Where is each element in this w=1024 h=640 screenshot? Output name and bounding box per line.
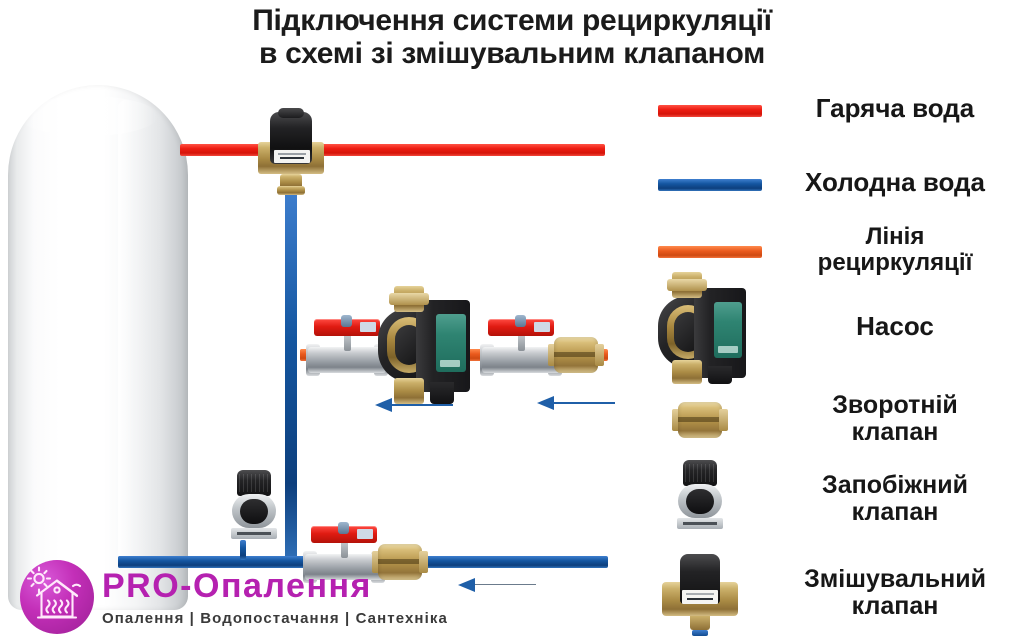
ball-valve-left-body [308, 347, 386, 373]
check-valve-seam [554, 352, 598, 357]
ball-valve-left-stem [344, 331, 351, 351]
safety-valve-cap-ridges [239, 474, 269, 492]
arrow-recirc-left [375, 398, 453, 412]
legend-pump-plug [708, 366, 732, 384]
ball-valve-left-handle-knob [341, 315, 352, 327]
legend-pump-bottom-fitting [672, 360, 702, 384]
brand-logo[interactable]: PRO-Опалення Опалення | Водопостачання |… [18, 556, 458, 640]
ball-valve-cold-handle [311, 526, 377, 543]
ball-valve-right-body [482, 347, 560, 373]
arrow-cold-inlet [458, 578, 536, 592]
mixing-valve-knob [278, 108, 304, 118]
legend-swatch-cold-water [658, 179, 762, 191]
legend-safety-valve-ridges [685, 464, 715, 482]
legend-row-hot-water: Гаряча вода [650, 92, 1024, 144]
mixing-valve-nut [277, 186, 305, 195]
legend-check-valve-collar-left [672, 409, 681, 431]
circulation-pump-icon [658, 272, 746, 384]
legend-row-mixing-valve: Змішувальний клапан [650, 554, 1024, 640]
legend-row-safety-valve: Запобіжний клапан [650, 460, 1024, 550]
check-valve-cold-collar-left [372, 551, 381, 573]
check-valve-cold-seam [378, 559, 422, 564]
arrow-recirc-right [537, 396, 615, 410]
pipe-hot-water-outlet [180, 144, 605, 156]
title-line-2: в схемі зі змішувальним клапаном [258, 37, 765, 70]
pump-power-plug [430, 382, 454, 404]
safety-valve-cap [237, 470, 271, 496]
legend-label-mixing-valve-line-2: клапан [851, 592, 939, 620]
page-title: Підключення системи рециркуляції в схемі… [0, 4, 1024, 70]
mixing-valve-label [274, 150, 310, 163]
legend-mixing-valve-cold-port [692, 630, 708, 636]
legend-pump-top-nut [667, 279, 707, 291]
check-valve-cold-collar-right [419, 551, 428, 573]
legend-pump-brand-mark [718, 346, 738, 353]
legend-label-check-valve-line-1: Зворотній [832, 391, 958, 419]
legend-label-cold-water: Холодна вода [805, 167, 985, 197]
legend-label-safety-valve-line-1: Запобіжний [822, 471, 968, 499]
ball-valve-right-stem [518, 331, 525, 351]
legend-label-check-valve-line-2: клапан [851, 418, 939, 446]
check-valve-collar-left [548, 344, 557, 366]
legend-label-recirculation-line-1: Лінія [865, 223, 925, 250]
safety-valve-icon [674, 460, 726, 536]
ball-valve-left [306, 313, 388, 376]
legend-safety-valve-plate [677, 518, 723, 529]
legend-row-check-valve: Зворотній клапан [650, 388, 1024, 466]
ball-valve-right-handle-knob [515, 315, 526, 327]
ball-valve-cold-handle-knob [338, 522, 349, 534]
legend: Гаряча вода Холодна вода Лінія рециркуля… [650, 92, 1024, 640]
pipe-cold-riser [285, 186, 297, 568]
legend-row-pump: Насос [650, 272, 1024, 392]
legend-row-cold-water: Холодна вода [650, 166, 1024, 218]
brand-tagline: Опалення | Водопостачання | Сантехніка [102, 610, 448, 627]
legend-check-valve-collar-right [719, 409, 728, 431]
mixing-valve-main [258, 108, 324, 204]
check-valve-icon [672, 400, 728, 440]
legend-mixing-valve-neck [690, 616, 710, 630]
pipe-safety-drain [240, 540, 246, 560]
legend-label-pump: Насос [856, 311, 934, 341]
ball-valve-left-handle [314, 319, 380, 336]
mixing-valve-icon [662, 554, 738, 638]
legend-label-hot-water: Гаряча вода [815, 93, 975, 123]
ball-valve-right-handle [488, 319, 554, 336]
legend-mixing-valve-label [682, 590, 718, 604]
pump-top-nut [389, 293, 429, 305]
ball-valve-cold-stem [341, 538, 348, 558]
safety-valve-plate [231, 528, 277, 539]
legend-safety-valve-cap [683, 460, 717, 486]
legend-row-recirculation: Лінія рециркуляції [650, 218, 1024, 284]
check-valve-cold [372, 544, 428, 580]
legend-check-valve-seam [678, 417, 722, 422]
safety-valve-port [240, 499, 268, 524]
legend-swatch-hot-water [658, 105, 762, 117]
legend-safety-valve-port [686, 489, 714, 514]
circulation-pump [378, 286, 470, 404]
safety-valve-tank [228, 470, 280, 548]
ball-valve-cold-body [305, 554, 383, 580]
legend-label-mixing-valve-line-1: Змішувальний [804, 565, 986, 593]
check-valve-recirculation [548, 337, 604, 373]
brand-name: PRO-Опалення [102, 567, 372, 605]
check-valve-collar-right [595, 344, 604, 366]
legend-label-safety-valve-line-2: клапан [851, 498, 939, 526]
pipe-cold-tank-stub [118, 556, 298, 568]
legend-swatch-recirculation [658, 246, 762, 258]
water-heater-tank [8, 85, 188, 610]
legend-label-recirculation-line-2: рециркуляції [817, 249, 973, 276]
house-heating-icon [20, 560, 94, 634]
pump-bottom-fitting [394, 378, 424, 404]
title-line-1: Підключення системи рециркуляції [252, 4, 772, 37]
pump-brand-mark [440, 360, 460, 367]
